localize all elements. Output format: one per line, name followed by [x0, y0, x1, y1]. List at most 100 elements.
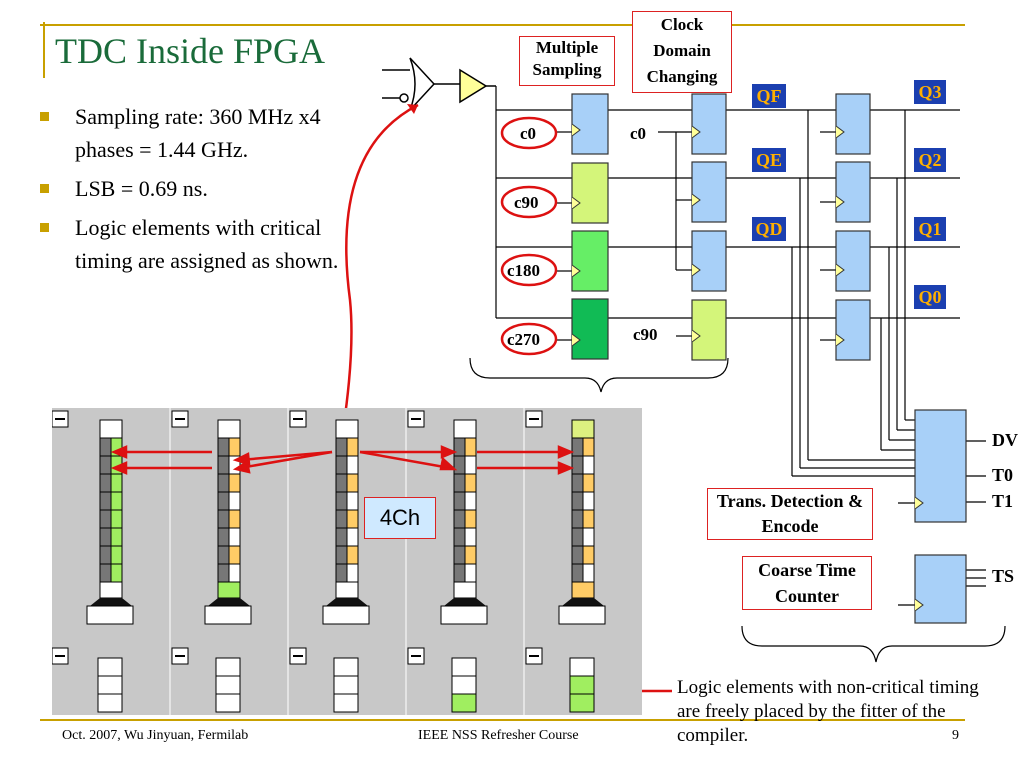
logic-cell [97, 657, 123, 677]
logic-cell [335, 491, 348, 511]
q-label-q3: Q3 [914, 80, 946, 104]
logic-cell [571, 419, 595, 439]
logic-cell [228, 527, 241, 547]
collapse-minus-icon[interactable] [525, 410, 543, 428]
logic-cell [217, 509, 230, 529]
flip-flop-icon [571, 298, 609, 360]
flip-flop-icon [691, 93, 727, 155]
collapse-minus-icon[interactable] [51, 410, 69, 428]
floorplan-panel [51, 408, 642, 715]
output-label-ts: TS [992, 566, 1015, 586]
logic-cell [571, 491, 584, 511]
logic-cell [99, 437, 112, 457]
logic-cell [204, 605, 252, 625]
logic-cell [217, 419, 241, 439]
logic-cell [346, 473, 359, 493]
buffer-gate-icon [459, 68, 496, 104]
coarse-counter-label: Coarse Time Counter [742, 556, 872, 610]
flip-flop-icon [691, 230, 727, 292]
bullet-marker-icon [40, 112, 49, 121]
logic-cell [346, 509, 359, 529]
logic-cell [453, 509, 466, 529]
flip-flop-icon [571, 93, 609, 155]
logic-cell [582, 527, 595, 547]
clock-label-c90: c90 [514, 193, 539, 212]
logic-cell [110, 509, 123, 529]
logic-cell [451, 657, 477, 677]
collapse-minus-icon[interactable] [407, 410, 425, 428]
logic-cell [453, 473, 466, 493]
logic-cell [569, 693, 595, 713]
logic-cell [451, 675, 477, 695]
bullet-item: LSB = 0.69 ns. [40, 172, 370, 205]
logic-cell [97, 675, 123, 695]
footer-center: IEEE NSS Refresher Course [418, 728, 579, 743]
logic-cell [217, 455, 230, 475]
collapse-minus-icon[interactable] [171, 410, 189, 428]
logic-cell [215, 675, 241, 695]
logic-cell [335, 527, 348, 547]
logic-cell [215, 657, 241, 677]
bullet-marker-icon [40, 223, 49, 232]
logic-cell [110, 473, 123, 493]
curly-brace-icon [469, 357, 729, 393]
collapse-minus-icon[interactable] [171, 647, 189, 665]
logic-cell [453, 545, 466, 565]
logic-cell [110, 491, 123, 511]
logic-cell [110, 545, 123, 565]
collapse-minus-icon[interactable] [525, 647, 543, 665]
logic-cell [217, 563, 230, 583]
logic-cell [335, 545, 348, 565]
flip-flop-icon [691, 299, 727, 361]
logic-cell [346, 545, 359, 565]
collapse-minus-icon[interactable] [407, 647, 425, 665]
bullet-marker-icon [40, 184, 49, 193]
io-connector [444, 598, 486, 606]
logic-cell [464, 527, 477, 547]
flip-flop-icon [571, 162, 609, 224]
logic-cell [99, 563, 112, 583]
logic-cell [571, 545, 584, 565]
collapse-minus-icon[interactable] [51, 647, 69, 665]
logic-cell [217, 473, 230, 493]
flip-flop-icon [914, 554, 967, 624]
logic-cell [228, 509, 241, 529]
bullet-list: Sampling rate: 360 MHz x4 phases = 1.44 … [40, 100, 370, 283]
logic-cell [86, 605, 134, 625]
trans-detection-label: Trans. Detection & Encode [707, 488, 873, 540]
collapse-minus-icon[interactable] [289, 647, 307, 665]
logic-cell [569, 657, 595, 677]
logic-cell [464, 491, 477, 511]
logic-cell [558, 605, 606, 625]
clock-domain-label: Clock Domain Changing [632, 11, 732, 93]
logic-cell [335, 509, 348, 529]
q-label-qe: QE [752, 148, 786, 172]
clock-label-c90-domain: c90 [633, 325, 658, 344]
flip-flop-icon [914, 409, 967, 523]
flip-flop-icon [835, 161, 871, 223]
logic-cell [569, 675, 595, 695]
logic-cell [571, 509, 584, 529]
clock-label-c180: c180 [507, 261, 541, 280]
logic-cell [217, 527, 230, 547]
floorplan-svg [51, 408, 606, 715]
q-label-q1: Q1 [914, 217, 946, 241]
logic-cell [440, 605, 488, 625]
logic-cell [464, 563, 477, 583]
slide-title: TDC Inside FPGA [55, 31, 326, 71]
multiple-sampling-label: Multiple Sampling [519, 36, 615, 86]
io-connector [208, 598, 250, 606]
clock-label-c0-domain: c0 [630, 124, 647, 143]
logic-cell [97, 693, 123, 713]
collapse-minus-icon[interactable] [289, 410, 307, 428]
flip-flop-icon [571, 230, 609, 292]
logic-cell [453, 563, 466, 583]
logic-cell [346, 563, 359, 583]
q-label-q2: Q2 [914, 148, 946, 172]
logic-cell [335, 473, 348, 493]
logic-cell [571, 473, 584, 493]
logic-cell [582, 455, 595, 475]
logic-cell [451, 693, 477, 713]
logic-cell [99, 581, 123, 599]
logic-cell [335, 581, 359, 599]
